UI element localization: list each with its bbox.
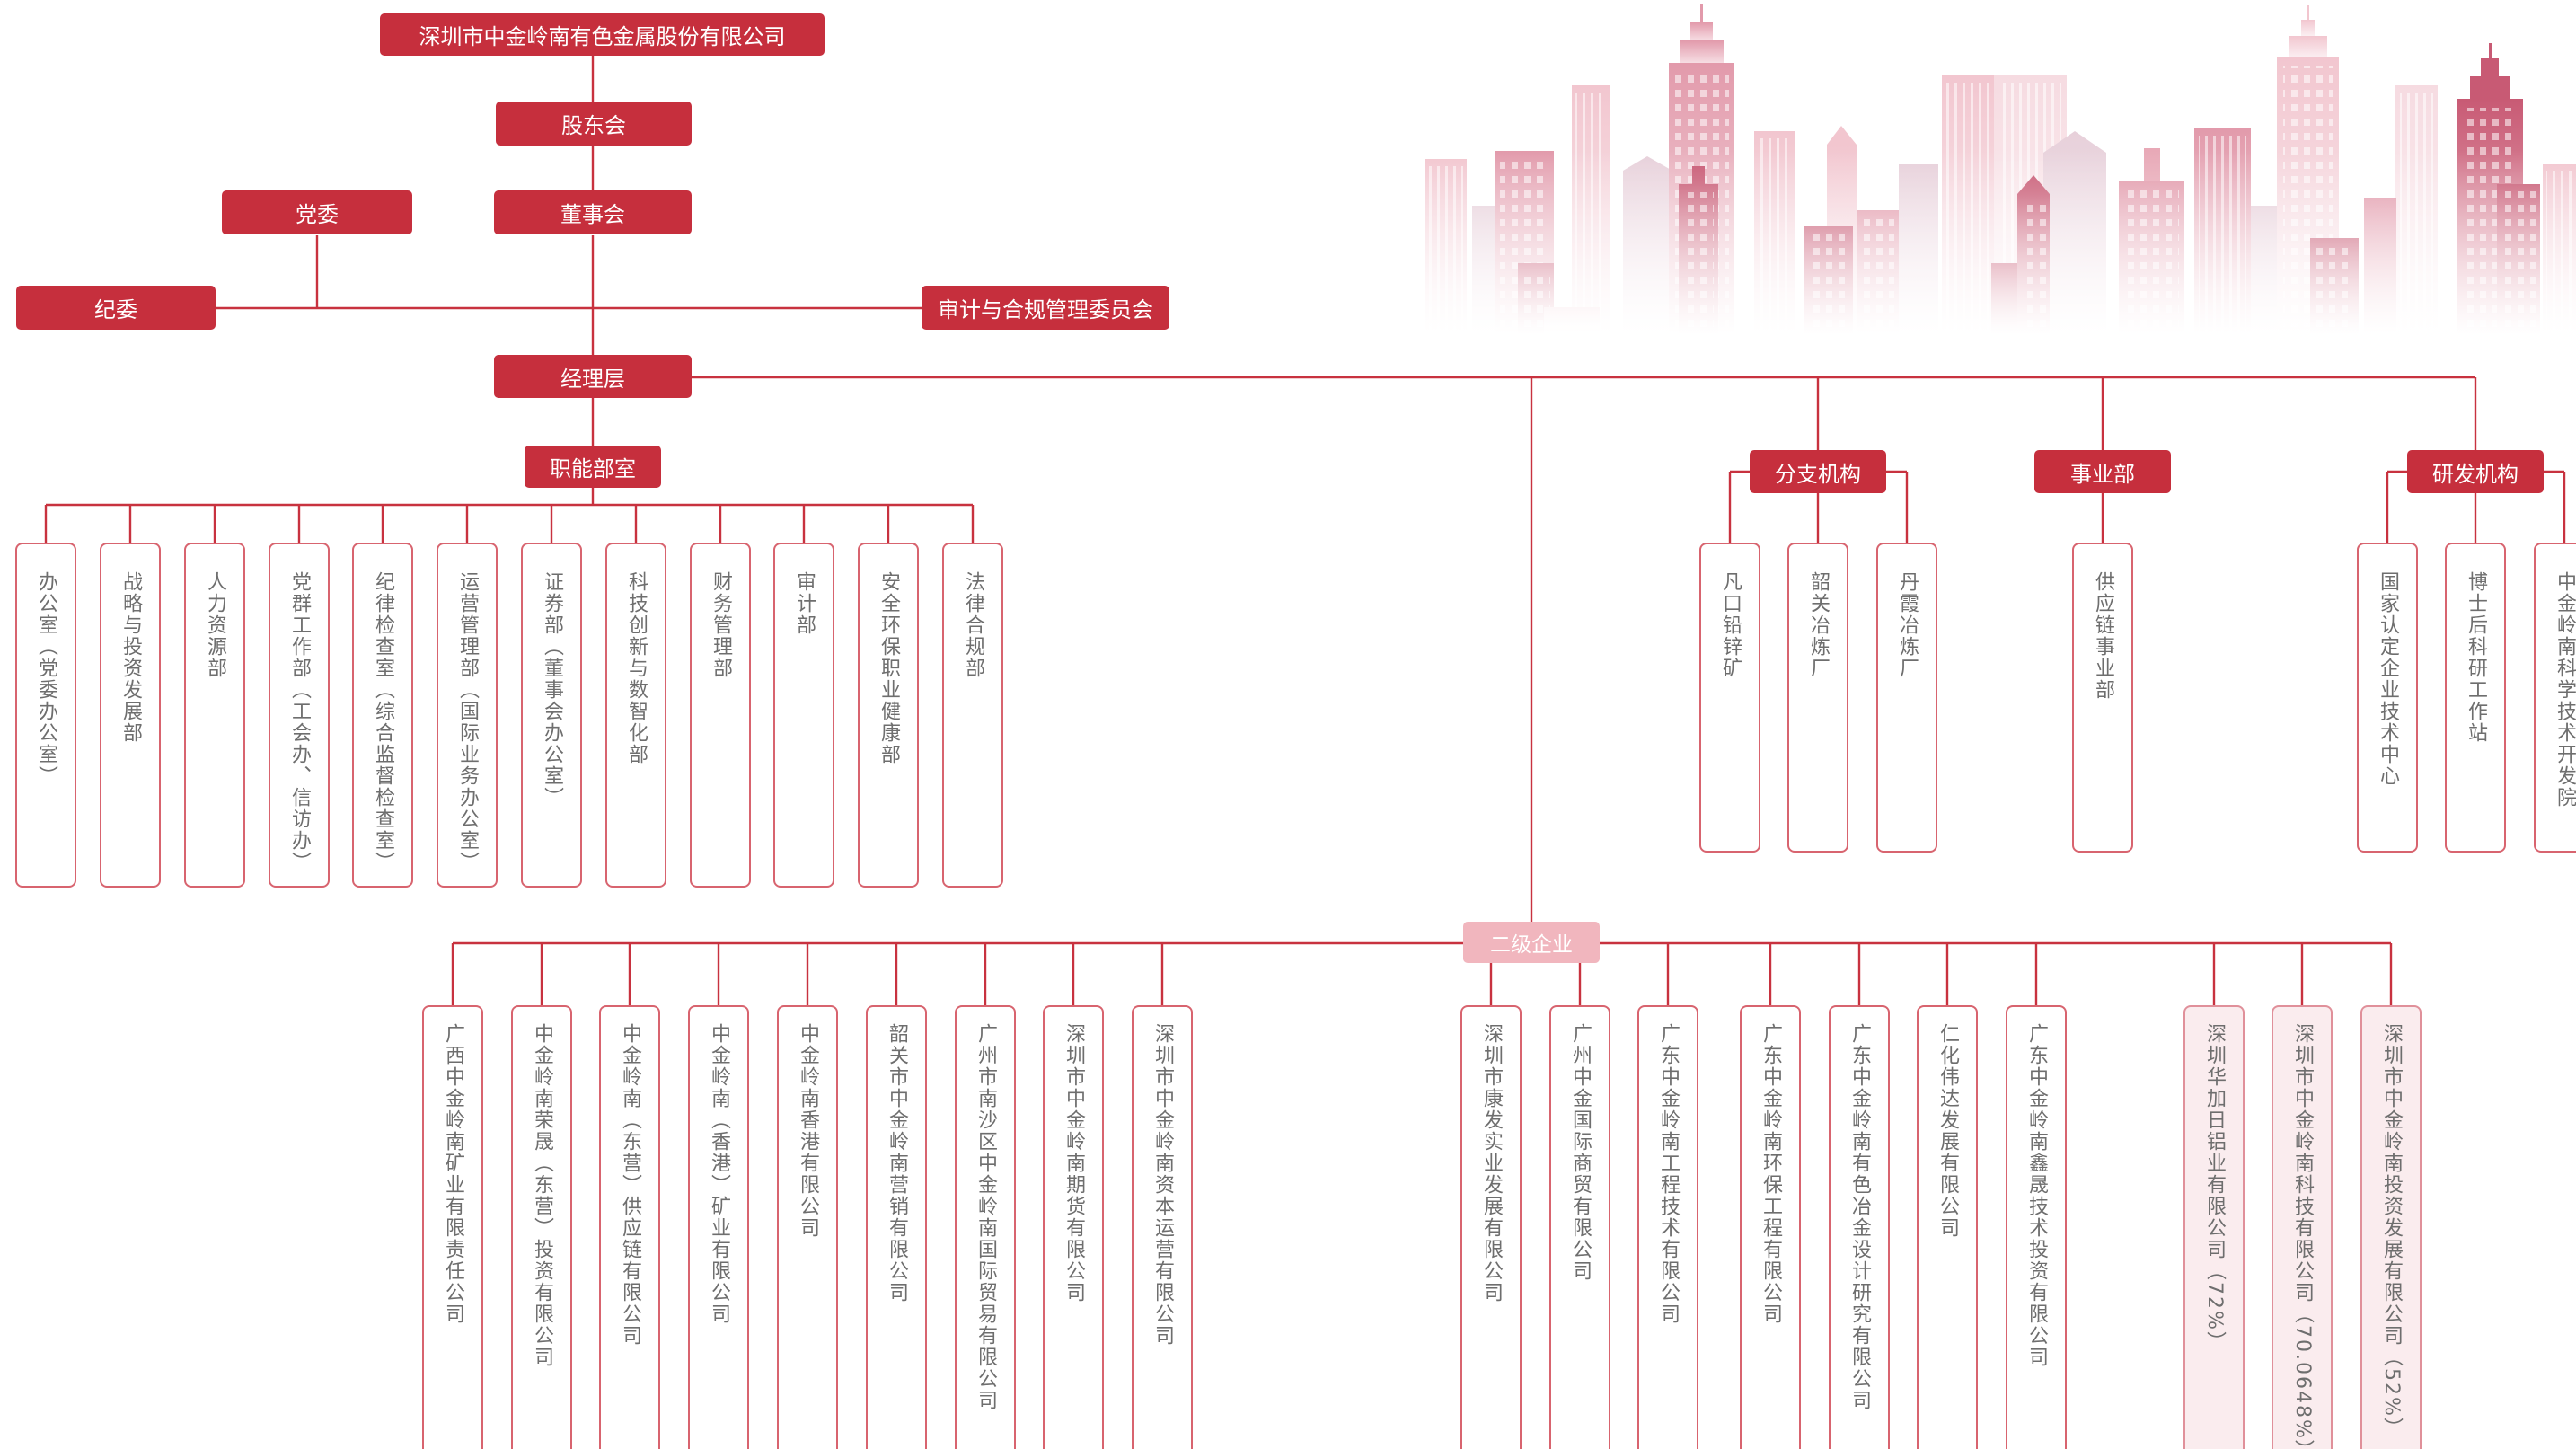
department-node: 战略与投资发展部 bbox=[100, 543, 161, 888]
subsidiary-name: 深圳市中金岭南投资发展有限公司（52%） bbox=[2380, 1023, 2403, 1439]
subsidiary-name: 广东中金岭南鑫晟技术投资有限公司 bbox=[2025, 1023, 2048, 1368]
department-node: 法律合规部 bbox=[942, 543, 1003, 888]
subsidiary-name: 深圳市中金岭南资本运营有限公司 bbox=[1151, 1023, 1174, 1347]
management-node: 经理层 bbox=[494, 355, 692, 398]
rd-institution-node: 博士后科研工作站 bbox=[2445, 543, 2506, 853]
subsidiary-name: 中金岭南香港有限公司 bbox=[797, 1023, 819, 1239]
department-node: 人力资源部 bbox=[184, 543, 245, 888]
holding-subsidiary-node: 深圳市中金岭南科技有限公司（70.0648%） bbox=[2272, 1005, 2333, 1449]
department-node: 安全环保职业健康部 bbox=[858, 543, 919, 888]
subsidiary-name: 广东中金岭南环保工程有限公司 bbox=[1760, 1023, 1782, 1325]
department-name: 审计部 bbox=[793, 571, 816, 636]
branches-bracket-line bbox=[1728, 470, 1909, 543]
department-name: 法律合规部 bbox=[962, 571, 984, 679]
business-unit-name: 供应链事业部 bbox=[2092, 571, 2114, 701]
subsidiary-node: 广东中金岭南鑫晟技术投资有限公司 bbox=[2006, 1005, 2067, 1449]
party-discipline-line bbox=[216, 235, 922, 310]
subsidiary-name: 深圳市康发实业发展有限公司 bbox=[1480, 1023, 1503, 1303]
subsidiary-name: 广州中金国际商贸有限公司 bbox=[1569, 1023, 1592, 1282]
rd-institutions-label: 研发机构 bbox=[2407, 450, 2544, 493]
subsidiary-name: 深圳市中金岭南科技有限公司（70.0648%） bbox=[2291, 1023, 2314, 1449]
subsidiaries-label: 二级企业 bbox=[1463, 922, 1600, 963]
business-unit-node: 供应链事业部 bbox=[2072, 543, 2133, 853]
department-name: 证券部（董事会办公室） bbox=[541, 571, 563, 808]
company-title-node: 深圳市中金岭南有色金属股份有限公司 bbox=[380, 13, 825, 56]
rd-bracket-line bbox=[2386, 470, 2566, 543]
rd-institution-name: 中金岭南科学技术开发院 bbox=[2554, 571, 2576, 808]
subsidiary-name: 韶关市中金岭南营销有限公司 bbox=[886, 1023, 908, 1303]
subsidiary-name: 仁化伟达发展有限公司 bbox=[1936, 1023, 1959, 1239]
city-skyline-illustration bbox=[1421, 0, 2576, 334]
subsidiary-node: 广东中金岭南工程技术有限公司 bbox=[1637, 1005, 1698, 1449]
department-name: 党群工作部（工会办、信访办） bbox=[288, 571, 311, 873]
subsidiary-node: 深圳市中金岭南资本运营有限公司 bbox=[1132, 1005, 1193, 1449]
department-name: 纪律检查室（综合监督检查室） bbox=[372, 571, 394, 873]
branch-node: 丹霞冶炼厂 bbox=[1876, 543, 1937, 853]
subsidiary-node: 深圳市康发实业发展有限公司 bbox=[1460, 1005, 1522, 1449]
subsidiary-node: 广东中金岭南环保工程有限公司 bbox=[1740, 1005, 1801, 1449]
party-committee-node: 党委 bbox=[222, 190, 412, 234]
subsidiary-name: 广西中金岭南矿业有限责任公司 bbox=[442, 1023, 464, 1325]
subsidiary-node: 中金岭南（香港）矿业有限公司 bbox=[688, 1005, 749, 1449]
department-name: 运营管理部（国际业务办公室） bbox=[456, 571, 479, 873]
branches-label: 分支机构 bbox=[1750, 450, 1886, 493]
subsidiary-name: 深圳华加日铝业有限公司（72%） bbox=[2203, 1023, 2226, 1353]
department-node: 科技创新与数智化部 bbox=[605, 543, 666, 888]
subsidiary-name: 中金岭南荣晟（东营）投资有限公司 bbox=[531, 1023, 553, 1368]
board-of-directors-node: 董事会 bbox=[494, 190, 692, 234]
subsidiary-name: 广东中金岭南工程技术有限公司 bbox=[1657, 1023, 1680, 1325]
subsidiary-name: 广东中金岭南有色冶金设计研究有限公司 bbox=[1848, 1023, 1871, 1411]
holding-subsidiary-node: 深圳市中金岭南投资发展有限公司（52%） bbox=[2360, 1005, 2422, 1449]
subsidiary-name: 广州市南沙区中金岭南国际贸易有限公司 bbox=[975, 1023, 997, 1411]
subsidiaries-bracket-line bbox=[451, 941, 2393, 1005]
rd-institution-name: 国家认定企业技术中心 bbox=[2377, 571, 2399, 787]
subsidiary-name: 深圳市中金岭南期货有限公司 bbox=[1063, 1023, 1085, 1303]
subsidiary-name: 中金岭南（东营）供应链有限公司 bbox=[619, 1023, 641, 1347]
rd-institution-name: 博士后科研工作站 bbox=[2465, 571, 2487, 744]
department-node: 财务管理部 bbox=[690, 543, 751, 888]
skyline-fade bbox=[1421, 0, 2576, 334]
department-name: 战略与投资发展部 bbox=[119, 571, 142, 744]
department-node: 党群工作部（工会办、信访办） bbox=[269, 543, 330, 888]
business-units-label: 事业部 bbox=[2034, 450, 2171, 493]
department-node: 纪律检查室（综合监督检查室） bbox=[352, 543, 413, 888]
branch-name: 凡口铅锌矿 bbox=[1719, 571, 1742, 679]
subsidiary-node: 广州中金国际商贸有限公司 bbox=[1549, 1005, 1610, 1449]
branch-name: 丹霞冶炼厂 bbox=[1896, 571, 1919, 679]
subsidiary-node: 韶关市中金岭南营销有限公司 bbox=[866, 1005, 927, 1449]
subsidiary-node: 深圳市中金岭南期货有限公司 bbox=[1043, 1005, 1104, 1449]
rd-institution-node: 国家认定企业技术中心 bbox=[2357, 543, 2418, 853]
subsidiary-node: 中金岭南荣晟（东营）投资有限公司 bbox=[511, 1005, 572, 1449]
shareholders-meeting-node: 股东会 bbox=[496, 102, 692, 146]
management-branch-line bbox=[692, 376, 2477, 922]
department-node: 证券部（董事会办公室） bbox=[521, 543, 582, 888]
department-node: 办公室（党委办公室） bbox=[15, 543, 76, 888]
functional-departments-label: 职能部室 bbox=[525, 446, 661, 488]
department-name: 财务管理部 bbox=[710, 571, 732, 679]
subsidiary-node: 仁化伟达发展有限公司 bbox=[1917, 1005, 1978, 1449]
branch-node: 韶关冶炼厂 bbox=[1787, 543, 1848, 853]
holding-subsidiary-node: 深圳华加日铝业有限公司（72%） bbox=[2183, 1005, 2245, 1449]
department-node: 审计部 bbox=[773, 543, 834, 888]
department-name: 人力资源部 bbox=[204, 571, 226, 679]
subsidiary-node: 中金岭南香港有限公司 bbox=[777, 1005, 838, 1449]
subsidiary-name: 中金岭南（香港）矿业有限公司 bbox=[708, 1023, 730, 1325]
subsidiary-node: 广东中金岭南有色冶金设计研究有限公司 bbox=[1829, 1005, 1890, 1449]
branch-name: 韶关冶炼厂 bbox=[1807, 571, 1830, 679]
branch-node: 凡口铅锌矿 bbox=[1699, 543, 1760, 853]
department-name: 科技创新与数智化部 bbox=[625, 571, 648, 765]
subsidiary-node: 中金岭南（东营）供应链有限公司 bbox=[599, 1005, 660, 1449]
department-node: 运营管理部（国际业务办公室） bbox=[437, 543, 498, 888]
discipline-committee-node: 纪委 bbox=[16, 286, 216, 330]
department-name: 安全环保职业健康部 bbox=[878, 571, 900, 765]
functional-bracket-line bbox=[44, 488, 975, 543]
rd-institution-node: 中金岭南科学技术开发院 bbox=[2534, 543, 2576, 853]
department-name: 办公室（党委办公室） bbox=[35, 571, 57, 787]
subsidiary-node: 广州市南沙区中金岭南国际贸易有限公司 bbox=[955, 1005, 1016, 1449]
subsidiary-node: 广西中金岭南矿业有限责任公司 bbox=[422, 1005, 483, 1449]
audit-compliance-committee-node: 审计与合规管理委员会 bbox=[922, 286, 1169, 330]
